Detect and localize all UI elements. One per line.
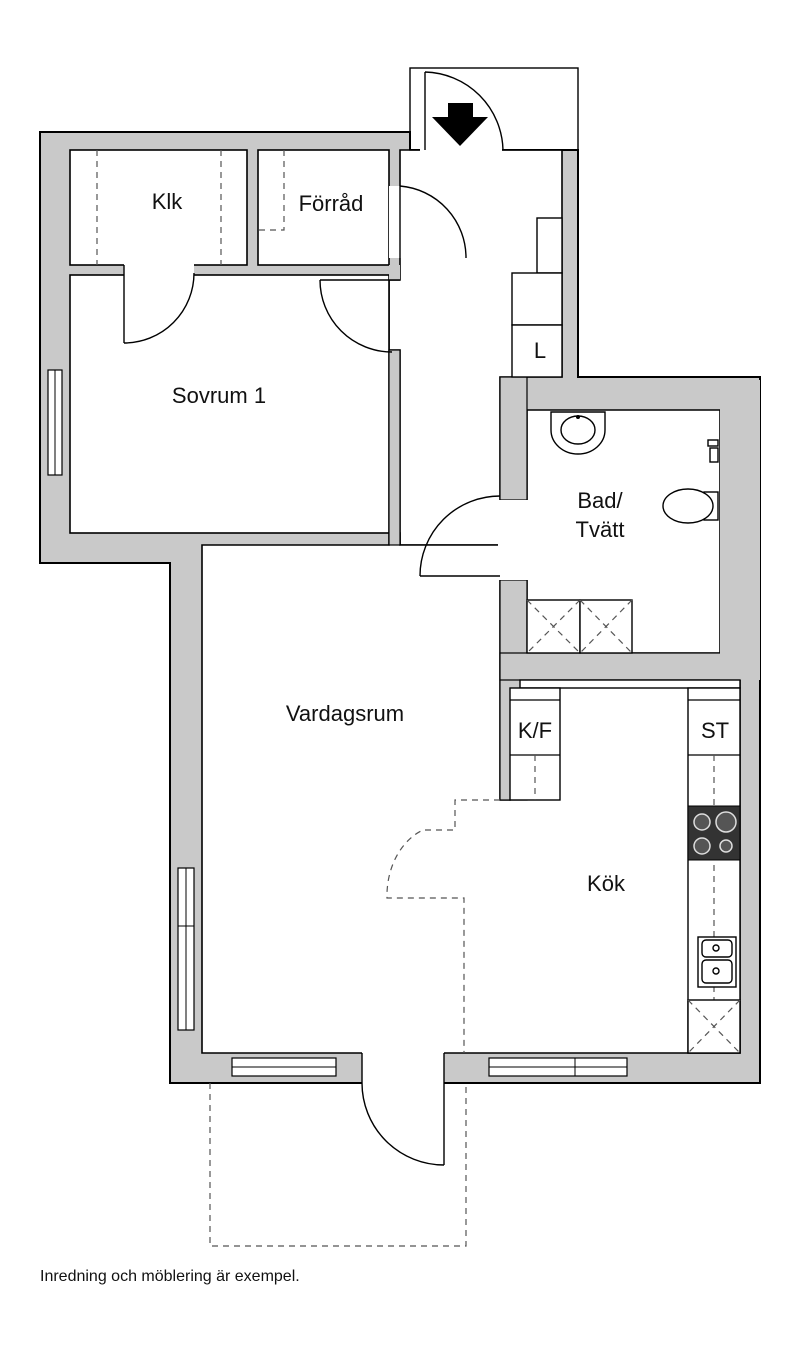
window-sovrum xyxy=(47,369,63,476)
dishwasher xyxy=(687,999,741,1054)
stove-icon xyxy=(687,805,741,861)
entry-door-swing xyxy=(424,71,504,151)
wall-strip xyxy=(389,265,400,280)
room-label-forrad: Förråd xyxy=(299,191,364,216)
room-label-vardagsrum: Vardagsrum xyxy=(286,701,404,726)
hall-closet xyxy=(511,272,563,326)
klk-door-swing xyxy=(123,265,195,344)
room-label-sovrum: Sovrum 1 xyxy=(172,383,266,408)
bad-door-swing xyxy=(419,495,501,577)
forrad-door-swing xyxy=(399,185,467,259)
room-label-kok: Kök xyxy=(587,871,626,896)
balcony-opening xyxy=(362,1052,444,1084)
linen-closet xyxy=(511,324,563,378)
washing-machines xyxy=(526,599,633,654)
room-klk xyxy=(69,149,248,266)
fridge-freezer-label: K/F xyxy=(518,718,552,743)
room-sovrum xyxy=(69,274,390,534)
toilet-icon xyxy=(662,488,719,524)
bad-opening xyxy=(498,500,529,580)
wall-strip xyxy=(499,376,528,501)
linen-closet-label: L xyxy=(534,338,546,363)
sovrum-door-swing xyxy=(319,279,400,353)
cabinet-label: ST xyxy=(701,718,729,743)
wall-strip xyxy=(499,652,741,681)
kitchen-sink-icon xyxy=(697,936,737,988)
washbasin-icon xyxy=(550,411,606,455)
wall-strip xyxy=(388,349,401,546)
room-label-klk: Klk xyxy=(152,189,184,214)
klk-opening xyxy=(124,263,194,277)
footnote: Inredning och möblering är exempel. xyxy=(40,1268,300,1285)
wardrobe-dash xyxy=(96,150,285,265)
window-kok-south xyxy=(488,1057,628,1077)
forrad-opening xyxy=(389,186,401,258)
wall-strip xyxy=(720,380,760,680)
hall-shelf xyxy=(536,217,563,274)
balcony-door-swing xyxy=(361,1082,445,1166)
balcony-outline xyxy=(209,1083,467,1247)
window-vardagsrum-west xyxy=(177,867,195,1031)
kitchen-counter xyxy=(687,687,741,1054)
window-vardagsrum-south xyxy=(231,1057,337,1077)
shower-icon xyxy=(707,439,719,463)
fridge-freezer xyxy=(509,687,561,801)
room-label-tvatt: Tvätt xyxy=(576,517,625,542)
counter-top xyxy=(519,679,741,689)
entrance-arrow-icon xyxy=(432,103,488,146)
room-label-bad: Bad/ xyxy=(577,488,623,513)
